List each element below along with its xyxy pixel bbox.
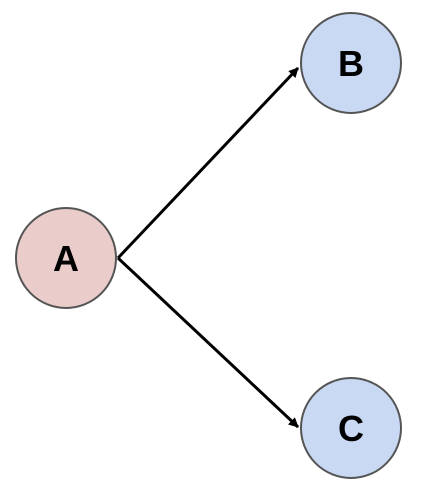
node-a: A xyxy=(15,207,117,309)
node-c: C xyxy=(300,377,402,479)
node-a-label: A xyxy=(53,238,79,279)
node-b-label: B xyxy=(338,43,364,84)
node-b-circle xyxy=(300,12,402,114)
node-c-circle xyxy=(300,377,402,479)
edge-a-to-b xyxy=(116,66,300,260)
node-c-label: C xyxy=(338,408,364,449)
node-a-circle xyxy=(15,207,117,309)
node-b: B xyxy=(300,12,402,114)
edge-a-to-c xyxy=(116,256,300,429)
